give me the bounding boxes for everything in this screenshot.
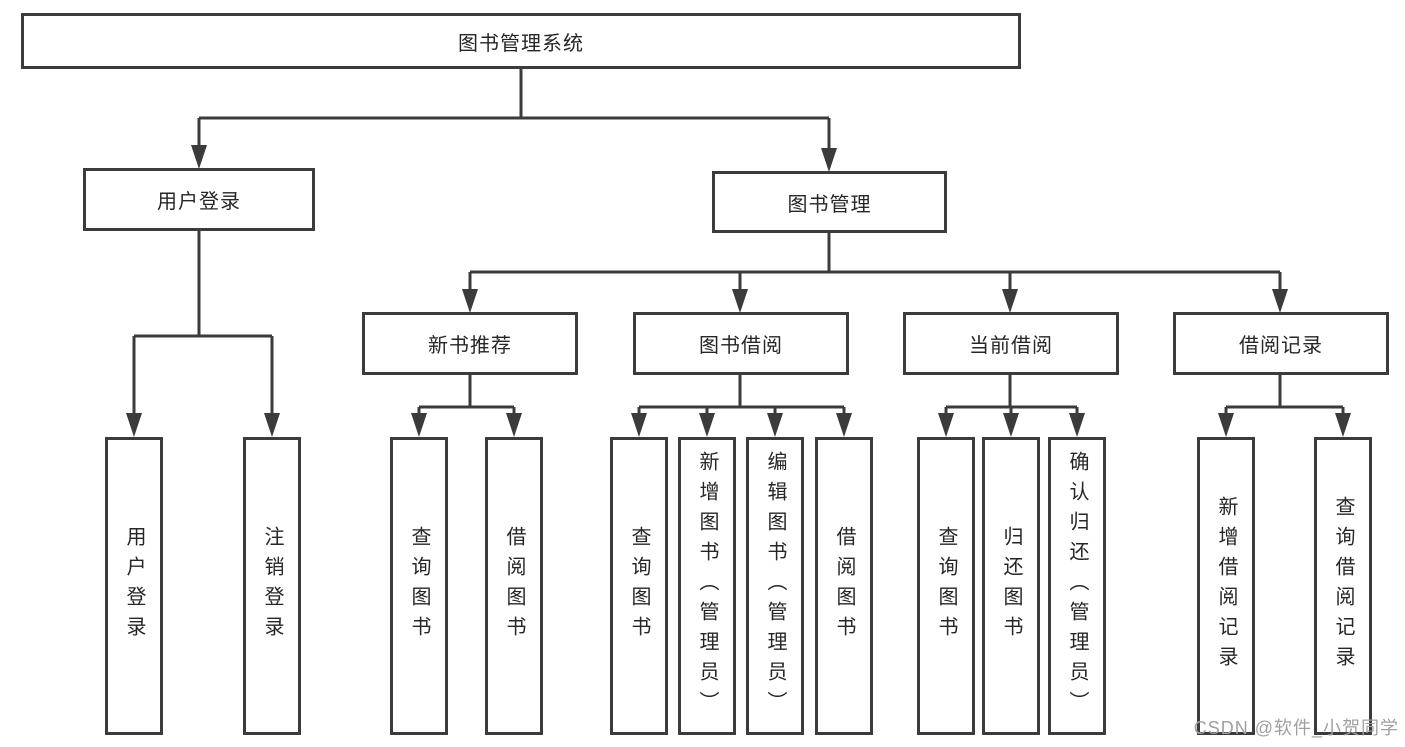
leaf-add-borrow-record: 新增借阅记录 [1197,437,1255,735]
leaf-borrow-books: 借阅图书 [815,437,873,735]
node-new-book-recommend: 新书推荐 [362,312,578,375]
node-label: 借阅图书 [833,526,855,646]
node-label: 注销登录 [261,526,283,646]
node-user-login: 用户登录 [83,168,315,231]
leaf-borrow-books: 借阅图书 [485,437,543,735]
csdn-watermark: CSDN @软件_小贺同学 [1193,718,1399,738]
arrowhead [938,413,954,437]
arrowhead [191,145,207,169]
node-book-management: 图书管理 [712,171,947,233]
node-library-system: 图书管理系统 [21,13,1021,69]
leaf-logout: 注销登录 [243,437,301,735]
node-label: 查询借阅记录 [1332,496,1354,676]
node-label: 借阅记录 [1239,335,1323,357]
node-label: 归还图书 [1000,526,1022,646]
node-label: 查询图书 [935,526,957,646]
arrowhead [126,413,142,437]
node-label: 当前借阅 [969,335,1053,357]
leaf-confirm-return-admin: 确认归还（管理员） [1048,437,1106,735]
leaf-add-books-admin: 新增图书（管理员） [678,437,736,735]
leaf-user-login: 用户登录 [105,437,163,735]
leaf-query-books: 查询图书 [917,437,975,735]
arrowhead [264,413,280,437]
arrowhead [1218,413,1234,437]
arrowhead [462,289,478,313]
arrowhead [1003,413,1019,437]
node-label: 编辑图书（管理员） [764,451,786,721]
node-borrow-records: 借阅记录 [1173,312,1389,375]
node-current-borrow: 当前借阅 [903,312,1119,375]
node-label: 借阅图书 [503,526,525,646]
arrowhead [1069,413,1085,437]
arrowhead [732,289,748,313]
arrowhead [631,413,647,437]
leaf-return-books: 归还图书 [982,437,1040,735]
arrowhead [1335,413,1351,437]
arrowhead [836,413,852,437]
node-label: 新增图书（管理员） [696,451,718,721]
leaf-query-borrow-record: 查询借阅记录 [1314,437,1372,735]
arrowhead [1272,289,1288,313]
node-label: 用户登录 [157,191,241,213]
node-label: 新书推荐 [428,335,512,357]
node-label: 用户登录 [123,526,145,646]
node-label: 查询图书 [628,526,650,646]
arrowhead [411,413,427,437]
arrowhead [1002,289,1018,313]
node-label: 图书借阅 [699,335,783,357]
arrowhead [821,148,837,172]
node-book-borrow: 图书借阅 [633,312,849,375]
arrowhead [767,413,783,437]
node-label: 确认归还（管理员） [1066,451,1088,721]
leaf-query-books: 查询图书 [390,437,448,735]
arrowhead [506,413,522,437]
leaf-query-books: 查询图书 [610,437,668,735]
node-label: 新增借阅记录 [1215,496,1237,676]
arrowhead [699,413,715,437]
leaf-edit-books-admin: 编辑图书（管理员） [746,437,804,735]
node-label: 图书管理系统 [458,32,584,55]
node-label: 图书管理 [787,193,872,216]
node-label: 查询图书 [408,526,430,646]
